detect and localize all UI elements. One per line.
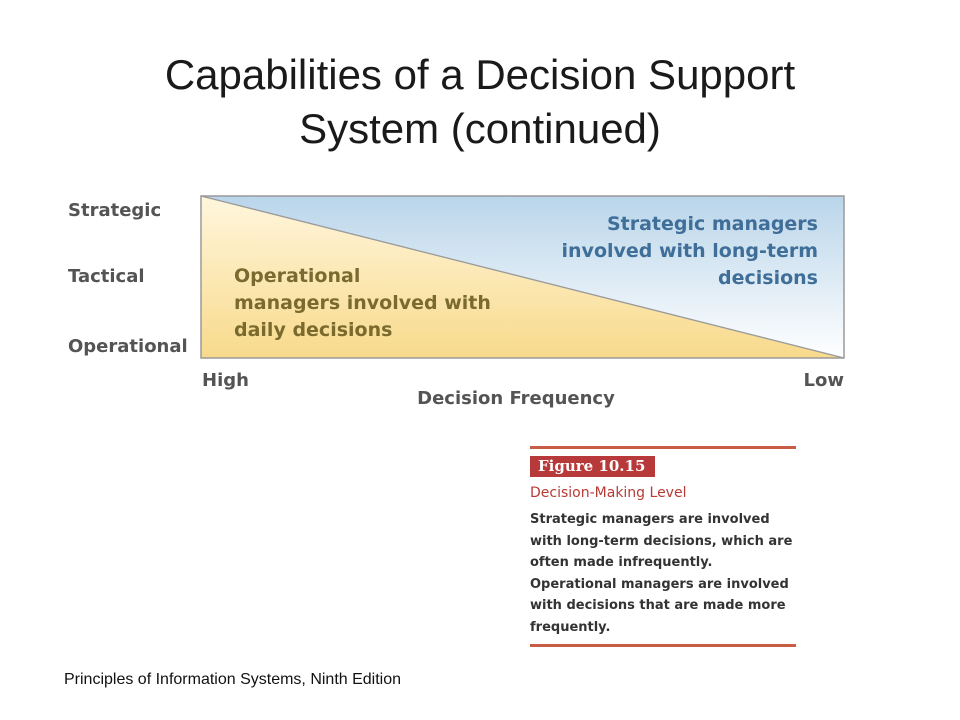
slide-title: Capabilities of a Decision Support Syste… (60, 48, 900, 156)
caption-body: Strategic managers are involved with lon… (530, 509, 796, 638)
slide-title-line-2: System (continued) (299, 105, 661, 152)
y-label-strategic: Strategic (68, 200, 161, 221)
caption-line: with decisions that are made more (530, 598, 786, 613)
caption-line: with long-term decisions, which are (530, 533, 793, 549)
strategic-text-line-2: involved with long-term (562, 240, 818, 262)
caption-line: Operational managers are involved (530, 576, 789, 592)
strategic-text-line-1: Strategic managers (607, 213, 818, 235)
y-label-operational: Operational (68, 336, 188, 357)
figure-number: Figure 10.15 (530, 456, 656, 477)
operational-text-line-1: Operational (234, 265, 360, 287)
figure-caption: Figure 10.15 Decision-Making Level Strat… (530, 446, 796, 647)
caption-heading: Decision-Making Level (530, 485, 687, 501)
slide-footer: Principles of Information Systems, Ninth… (64, 671, 402, 688)
operational-text-line-3: daily decisions (234, 319, 392, 341)
caption-top-rule (530, 446, 796, 449)
slide-title-line-1: Capabilities of a Decision Support (164, 51, 796, 98)
caption-line: Strategic managers are involved (530, 512, 770, 527)
y-label-tactical: Tactical (68, 266, 145, 287)
caption-line: frequently. (530, 619, 611, 635)
x-label-high: High (202, 370, 249, 391)
strategic-text-line-3: decisions (718, 267, 818, 289)
x-axis-title: Decision Frequency (417, 388, 615, 409)
diagram-frame (200, 195, 845, 359)
caption-bottom-rule (530, 644, 796, 647)
caption-line: often made infrequently. (530, 555, 713, 570)
x-label-low: Low (804, 370, 844, 391)
operational-text-line-2: managers involved with (234, 292, 491, 314)
diagonal-divider (200, 195, 845, 359)
